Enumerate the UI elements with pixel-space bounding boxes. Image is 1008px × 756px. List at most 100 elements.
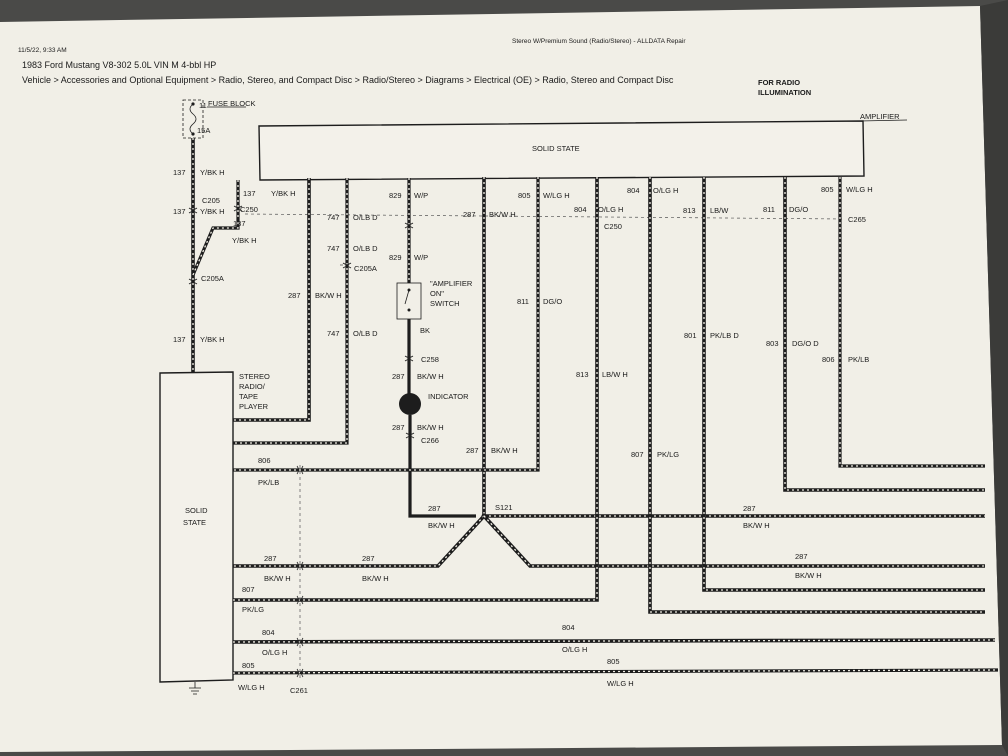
wire-label-137: 137 (173, 335, 186, 344)
wire-829 (404, 178, 414, 283)
wire-label-287: 287 (466, 446, 479, 455)
wire-color-w-p: W/P (414, 253, 428, 262)
wire-color-o-lb-d: O/LB D (353, 244, 378, 253)
stereo-radio-module: SOLID STATE STEREO RADIO/ TAPE PLAYER (159, 371, 270, 695)
wire-label-807: 807 (242, 585, 255, 594)
header-vehicle: 1983 Ford Mustang V8-302 5.0L VIN M 4-bb… (22, 60, 216, 70)
wire-811 (783, 177, 985, 492)
wire-color-lb-w: LB/W (710, 206, 729, 215)
wire-label-804: 804 (574, 205, 587, 214)
wire-color-w-lg-h: W/LG H (846, 185, 873, 194)
wire-color-dg-o: DG/O (789, 205, 808, 214)
wire-color-pk-lb: PK/LB (258, 478, 279, 487)
wire-color-bk-w-h: BK/W H (417, 372, 444, 381)
wire-label-747: 747 (327, 213, 340, 222)
wire-label-287: 287 (463, 210, 476, 219)
wire-label-287: 287 (362, 554, 375, 563)
connector-c261-pins (296, 465, 304, 678)
connector-c250: C250 (240, 205, 258, 214)
illumination-label: ILLUMINATION (758, 88, 811, 97)
wire-color-bk-w-h: BK/W H (315, 291, 342, 300)
indicator-lamp (399, 393, 421, 415)
wire-color-bk-w-h: BK/W H (264, 574, 291, 583)
wire-label-137: 137 (173, 168, 186, 177)
wire-color-o-lg-h: O/LG H (598, 205, 623, 214)
wire-label-805: 805 (242, 661, 255, 670)
wire-color-w-lg-h: W/LG H (607, 679, 634, 688)
wire-804 (233, 177, 599, 602)
switch-label-2: ON" (430, 289, 444, 298)
connector-c261: C261 (290, 686, 308, 695)
switch-label-1: "AMPLIFIER (430, 279, 473, 288)
stereo-label-4: PLAYER (239, 402, 269, 411)
stereo-label-3: TAPE (239, 392, 258, 401)
wire-color-bk-w-h: BK/W H (491, 446, 518, 455)
header-breadcrumb: Vehicle > Accessories and Optional Equip… (22, 75, 674, 85)
ground-icon (189, 682, 201, 695)
connector-c205a: C205A (201, 274, 224, 283)
wire-137 (188, 138, 243, 372)
wire-287-indicator (408, 415, 476, 518)
wire-804-right (648, 177, 985, 614)
amplifier-label: AMPLIFIER (860, 112, 900, 121)
wire-label-287: 287 (743, 504, 756, 513)
wire-label-804: 804 (562, 623, 575, 632)
wire-label-803: 803 (766, 339, 779, 348)
wire-color-y-bk-h: Y/BK H (232, 236, 257, 245)
wire-color-pk-lb-d: PK/LB D (710, 331, 739, 340)
wire-label-287: 287 (288, 291, 301, 300)
radio-state-label: STATE (183, 518, 206, 527)
wire-label-805: 805 (607, 657, 620, 666)
wire-color-bk-w-h: BK/W H (428, 521, 455, 530)
wire-805-right (838, 177, 985, 468)
wire-color-y-bk-h: Y/BK H (271, 189, 296, 198)
wire-color-o-lg-h: O/LG H (562, 645, 587, 654)
fuse-block: 11 15A FUSE BLOCK (182, 99, 256, 139)
wire-color-pk-lg: PK/LG (657, 450, 679, 459)
connector-c250: C250 (604, 222, 622, 231)
wire-label-829: 829 (389, 253, 402, 262)
wire-label-287: 287 (428, 504, 441, 513)
wire-label-287: 287 (392, 423, 405, 432)
wire-label-287: 287 (795, 552, 808, 561)
wire-label-137: 137 (173, 207, 186, 216)
header-timestamp: 11/5/22, 9:33 AM (18, 47, 67, 54)
wire-747 (233, 178, 352, 445)
wire-color-y-bk-h: Y/BK H (200, 168, 225, 177)
fuse-number: 11 (199, 101, 207, 110)
wire-color-o-lg-h: O/LG H (262, 648, 287, 657)
fuse-block-label: FUSE BLOCK (208, 99, 256, 108)
fuse-rating: 15A (197, 126, 210, 135)
wire-color-w-lg-h: W/LG H (543, 191, 570, 200)
wire-label-805: 805 (518, 191, 531, 200)
wire-label-811: 811 (517, 297, 529, 306)
connector-c265: C265 (848, 215, 866, 224)
wire-color-bk-w-h: BK/W H (362, 574, 389, 583)
connector-c266: C266 (421, 436, 439, 445)
wire-label-801: 801 (684, 331, 697, 340)
wire-label-804: 804 (262, 628, 275, 637)
wire-label-137: 137 (243, 189, 256, 198)
wire-label-806: 806 (258, 456, 271, 465)
wire-color-o-lb-d: O/LB D (353, 329, 378, 338)
wire-color-y-bk-h: Y/BK H (200, 335, 225, 344)
splice-s121: S121 (495, 503, 513, 512)
wire-label-811: 811 (763, 205, 775, 214)
wire-label-747: 747 (327, 244, 340, 253)
wire-color-dg-o: DG/O (543, 297, 562, 306)
amplifier-solid-state-label: SOLID STATE (532, 144, 580, 153)
amplifier-module: AMPLIFIER SOLID STATE (258, 112, 908, 181)
wire-color-pk-lg: PK/LG (242, 605, 264, 614)
wire-color-bk-w-h: BK/W H (489, 210, 516, 219)
wire-label-805: 805 (821, 185, 834, 194)
wire-label-287: 287 (392, 372, 405, 381)
wire-color-bk-w-h: BK/W H (795, 571, 822, 580)
for-radio-label: FOR RADIO (758, 78, 800, 87)
wire-287-left (233, 178, 311, 422)
wire-label-747: 747 (327, 329, 340, 338)
wire-label-813: 813 (576, 370, 589, 379)
wire-color-lb-w-h: LB/W H (602, 370, 628, 379)
wire-label-287: 287 (264, 554, 277, 563)
wire-label-804: 804 (627, 186, 640, 195)
